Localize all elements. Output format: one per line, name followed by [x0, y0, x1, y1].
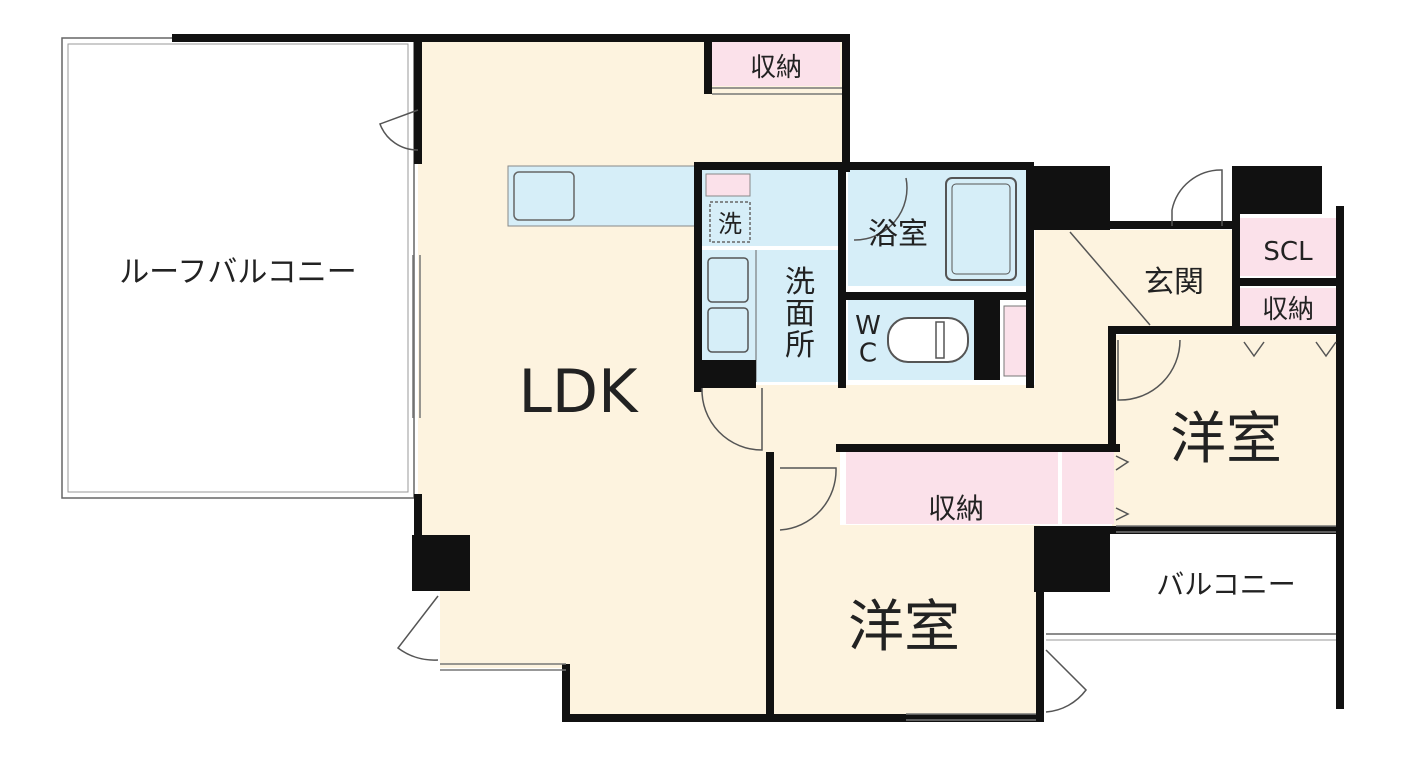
washroom-label: 洗面所: [785, 265, 815, 363]
room-labels: ルーフバルコニー LDK 収納 洗 浴室 玄関 SCL 収納 洋室 収納 洋室 …: [119, 53, 1314, 660]
roof-balcony-label: ルーフバルコニー: [119, 255, 357, 290]
door-swings: [379, 109, 1337, 713]
storage-middle-label: 収納: [928, 492, 984, 525]
bathroom-label: 浴室: [868, 217, 928, 252]
storage-entrance-label: 収納: [1262, 295, 1314, 325]
western-room-1-label: 洋室: [1170, 407, 1282, 472]
wash-mark-label: 洗: [718, 210, 742, 238]
ldk-label: LDK: [519, 357, 640, 427]
walls: [172, 34, 1344, 722]
balcony-label: バルコニー: [1156, 568, 1295, 601]
columns: [412, 166, 1322, 592]
entrance-label: 玄関: [1144, 265, 1204, 300]
storage-top-label: 収納: [750, 53, 802, 83]
roof-balcony: [61, 37, 415, 499]
western-room-2-label: 洋室: [848, 595, 960, 660]
windows: [412, 87, 1336, 721]
wet-areas: [507, 165, 1028, 382]
scl-label: SCL: [1263, 237, 1313, 267]
